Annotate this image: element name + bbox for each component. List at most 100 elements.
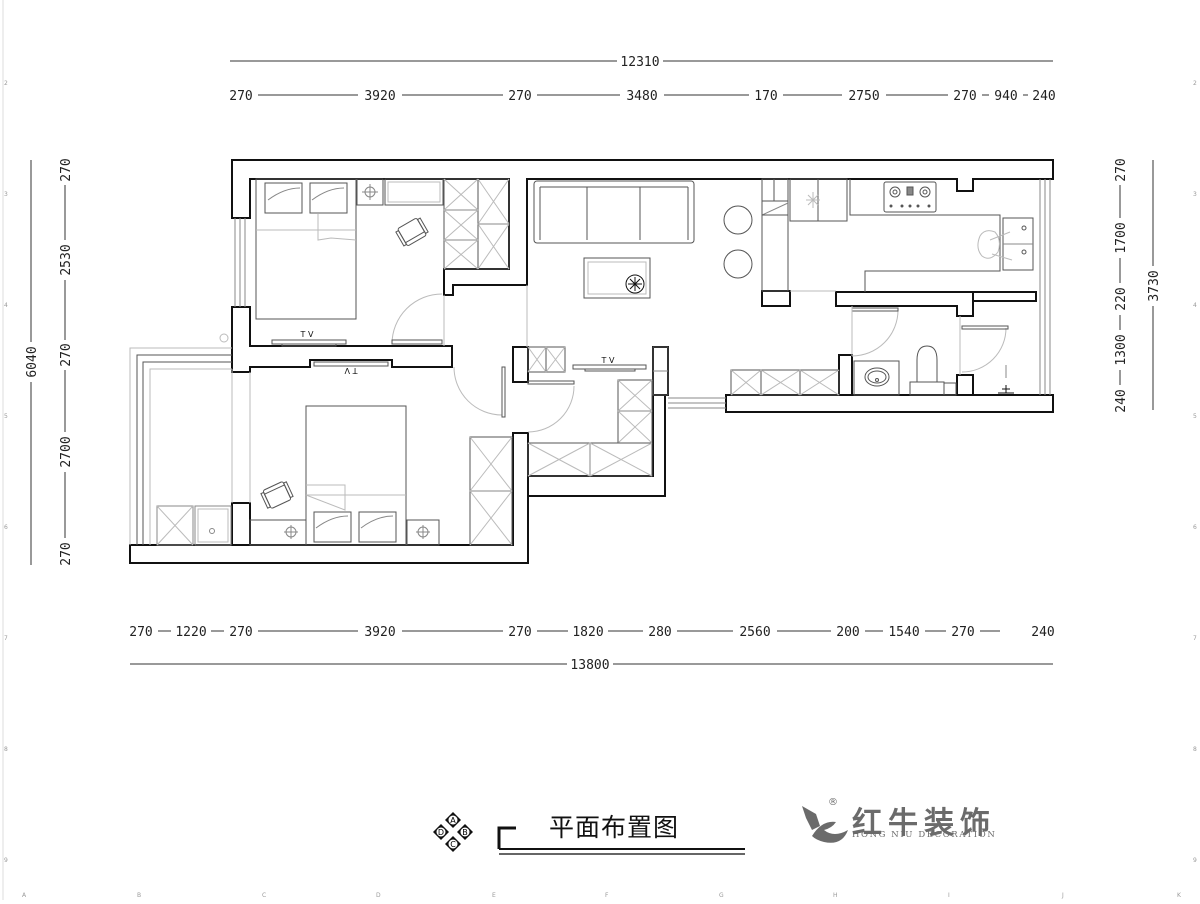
upper-bed — [255, 178, 357, 320]
stool-icon — [723, 249, 753, 279]
bottom-dim-6: 280 — [648, 625, 671, 640]
top-total-label: 12310 — [620, 55, 659, 70]
chair-icon — [395, 217, 429, 247]
toilet-tank — [909, 381, 945, 396]
top-segment-dimensions: 270 3920 270 3480 170 2750 270 940 240 — [224, 87, 1062, 104]
brand-logo-icon — [802, 806, 848, 843]
bottom-dim-8: 200 — [836, 625, 859, 640]
right-dim-3: 1300 — [1114, 334, 1129, 365]
washbasin-icon — [853, 360, 900, 396]
svg-text:7: 7 — [4, 635, 8, 642]
right-segment-dimensions: 270 1700 220 1300 240 — [1113, 155, 1129, 417]
left-dim-3: 2700 — [59, 436, 74, 467]
top-total-dimension: 12310 — [230, 53, 1053, 70]
bottom-dim-5: 1820 — [572, 625, 603, 640]
sofa-icon — [533, 180, 695, 244]
svg-text:9: 9 — [1193, 857, 1197, 864]
right-dim-1: 1700 — [1114, 222, 1129, 253]
svg-text:9: 9 — [4, 857, 8, 864]
svg-text:C: C — [262, 892, 266, 899]
left-segment-dimensions: 270 2530 270 2700 270 — [58, 155, 74, 570]
svg-text:D: D — [438, 828, 444, 837]
svg-text:K: K — [1177, 892, 1182, 899]
left-dim-1: 2530 — [59, 244, 74, 275]
svg-text:H: H — [833, 892, 838, 899]
toilet-icon — [916, 345, 938, 382]
bottom-dim-2: 270 — [229, 625, 252, 640]
left-dim-2: 270 — [59, 343, 74, 366]
svg-text:C: C — [450, 840, 456, 849]
svg-text:B: B — [137, 892, 141, 899]
bottom-dim-9: 1540 — [888, 625, 919, 640]
compass-icon: A B C D — [433, 812, 473, 852]
living-room — [526, 180, 840, 396]
kitchen — [761, 178, 1034, 292]
top-dim-8: 240 — [1032, 89, 1055, 104]
left-total-dimension: 6040 — [24, 160, 40, 565]
top-dim-7: 940 — [994, 89, 1017, 104]
svg-text:A: A — [450, 816, 456, 825]
svg-text:A: A — [22, 892, 27, 899]
study-tv-label: T V — [601, 356, 615, 365]
svg-text:8: 8 — [1193, 746, 1197, 753]
coffee-table — [583, 257, 651, 299]
pillow-icon — [264, 182, 303, 214]
svg-text:3: 3 — [4, 191, 8, 198]
bottom-total-label: 13800 — [570, 658, 609, 673]
left-dim-0: 270 — [59, 158, 74, 181]
lower-bedroom-tv-label: T V — [344, 366, 358, 375]
windows — [234, 179, 1051, 409]
svg-text:3: 3 — [1193, 191, 1197, 198]
top-dim-5: 2750 — [848, 89, 879, 104]
right-dim-0: 270 — [1114, 158, 1129, 181]
balcony — [129, 333, 233, 546]
bottom-dim-1: 1220 — [175, 625, 206, 640]
svg-text:B: B — [462, 828, 468, 837]
upper-bedroom-tv-label: T V — [300, 330, 314, 339]
lower-bedroom — [249, 361, 513, 546]
stove-icon — [883, 181, 937, 213]
svg-text:8: 8 — [4, 746, 8, 753]
registered-mark: ® — [828, 797, 838, 808]
svg-text:2: 2 — [1193, 80, 1197, 87]
svg-text:F: F — [605, 892, 609, 899]
top-dim-4: 170 — [754, 89, 777, 104]
top-dim-2: 270 — [508, 89, 531, 104]
svg-text:7: 7 — [1193, 635, 1197, 642]
right-dim-2: 220 — [1114, 287, 1129, 310]
svg-text:6: 6 — [4, 524, 8, 531]
pillow-icon — [309, 182, 348, 214]
title-underline — [497, 826, 745, 855]
chair-icon — [260, 481, 294, 509]
svg-text:4: 4 — [4, 302, 8, 309]
bottom-dim-4: 270 — [508, 625, 531, 640]
pillow-icon — [313, 511, 352, 543]
svg-text:6: 6 — [1193, 524, 1197, 531]
bottom-dim-0: 270 — [129, 625, 152, 640]
right-dim-4: 240 — [1114, 389, 1129, 412]
top-dim-6: 270 — [953, 89, 976, 104]
svg-text:G: G — [719, 892, 724, 899]
top-dim-1: 3920 — [364, 89, 395, 104]
drawing-title: 平面布置图 — [549, 813, 680, 842]
bottom-dim-11: 240 — [1031, 625, 1054, 640]
person-icon — [977, 230, 1000, 259]
left-total-label: 6040 — [25, 346, 40, 377]
svg-text:J: J — [1061, 892, 1064, 899]
svg-text:2: 2 — [4, 80, 8, 87]
upper-bedroom — [255, 178, 510, 347]
bottom-dim-10: 270 — [951, 625, 974, 640]
brand-name-cn: 红牛装饰 — [852, 806, 996, 841]
bottom-segment-dimensions: 270 1220 270 3920 270 1820 280 2560 200 … — [124, 623, 1055, 640]
svg-text:I: I — [948, 892, 950, 899]
brand-name-en: HONG NIU DECORATION — [852, 830, 997, 840]
study-room — [527, 346, 669, 477]
plant-icon — [625, 274, 645, 294]
margin-ticks: 2 3 4 5 6 7 8 9 2 3 4 5 6 7 8 9 A B C D … — [4, 80, 1197, 899]
bottom-dim-3: 3920 — [364, 625, 395, 640]
bottom-total-dimension: 13800 — [130, 656, 1053, 673]
right-total-label: 3730 — [1147, 270, 1162, 301]
svg-text:E: E — [492, 892, 496, 899]
